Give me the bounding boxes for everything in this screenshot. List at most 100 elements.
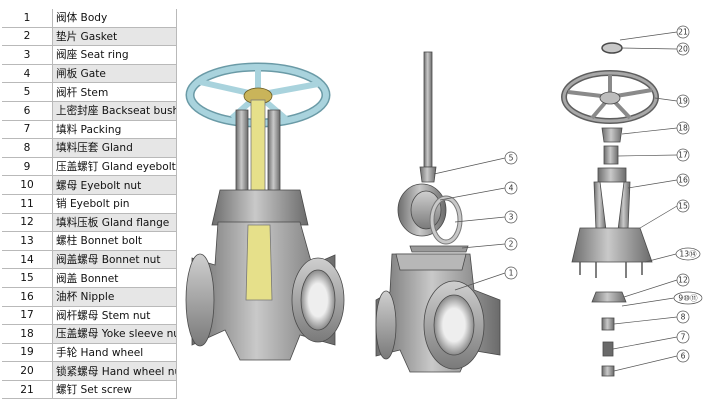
part-number: 15 xyxy=(2,268,53,288)
callout-number: 13⑭ xyxy=(679,250,697,259)
part-number: 3 xyxy=(2,45,53,65)
callout-number: 15 xyxy=(678,202,688,211)
part-name: 油杯 Nipple xyxy=(52,287,177,307)
exploded-yoke-sleeve-nut xyxy=(601,127,623,143)
callout-number: 2 xyxy=(509,240,514,249)
exploded-stem xyxy=(423,51,433,168)
callout-circle xyxy=(676,148,690,162)
exploded-handwheel-nut xyxy=(601,42,623,54)
part-name: 手轮 Hand wheel xyxy=(52,343,177,363)
callout-number: 4 xyxy=(509,184,514,193)
part-name: 阀盖螺母 Bonnet nut xyxy=(52,250,177,270)
part-number: 11 xyxy=(2,194,53,214)
callout-circle xyxy=(676,42,690,56)
callout-leader-line xyxy=(617,154,678,157)
part-number: 20 xyxy=(2,361,53,381)
callout-leader-line xyxy=(461,243,506,249)
callout-leader-line xyxy=(621,127,678,135)
exploded-gasket xyxy=(409,245,469,253)
exploded-bonnet xyxy=(571,167,653,278)
part-name: 螺柱 Bonnet bolt xyxy=(52,231,177,251)
part-number: 1 xyxy=(2,9,53,28)
part-name: 阀杆螺母 Stem nut xyxy=(52,306,177,326)
exploded-gland-flange xyxy=(591,291,627,303)
callout-circle xyxy=(676,94,690,108)
part-number: 7 xyxy=(2,120,53,140)
callout-leader-line xyxy=(612,336,678,350)
exploded-packing xyxy=(602,341,614,357)
part-number: 13 xyxy=(2,231,53,251)
callout-circle xyxy=(676,173,690,187)
callout-leader-line xyxy=(654,97,678,102)
callout-leader-line xyxy=(619,31,678,41)
callout-leader-line xyxy=(433,157,506,175)
exploded-upper-group xyxy=(561,42,659,377)
part-name: 填料压板 Gland flange xyxy=(52,213,177,233)
callout-number: 17 xyxy=(678,151,688,160)
exploded-gate xyxy=(397,183,447,237)
callout-number: 18 xyxy=(678,124,688,133)
callout-leader-line xyxy=(644,253,677,263)
callout-circle xyxy=(676,330,690,344)
part-number: 19 xyxy=(2,343,53,363)
exploded-body-group xyxy=(375,51,501,373)
callout-leader-line xyxy=(454,216,506,223)
callout-number: 12 xyxy=(678,276,688,285)
exploded-stem-nut xyxy=(603,145,619,165)
part-name: 闸板 Gate xyxy=(52,64,177,84)
exploded-handwheel xyxy=(561,70,659,124)
exploded-seat-ring xyxy=(429,195,463,245)
callout-number: 6 xyxy=(681,352,686,361)
callout-leader-line xyxy=(639,205,678,229)
callout-circle xyxy=(504,210,518,224)
callout-circle xyxy=(504,237,518,251)
part-name: 销 Eyebolt pin xyxy=(52,194,177,214)
callout-circle xyxy=(504,266,518,280)
part-number: 17 xyxy=(2,306,53,326)
part-name: 压盖螺钉 Gland eyebolt xyxy=(52,157,177,177)
part-name: 阀座 Seat ring xyxy=(52,45,177,65)
callout-circle xyxy=(676,25,690,39)
callout-circle xyxy=(673,291,703,305)
exploded-backseat-bushing xyxy=(601,365,615,377)
callout-leader-line xyxy=(613,355,678,372)
callout-leader-line xyxy=(621,297,675,307)
exploded-gland xyxy=(601,317,615,331)
part-name: 阀体 Body xyxy=(52,9,177,28)
callout-circle xyxy=(676,199,690,213)
callout-leader-line xyxy=(454,272,506,291)
part-name: 垫片 Gasket xyxy=(52,27,177,47)
part-number: 10 xyxy=(2,175,53,195)
callout-number: 16 xyxy=(678,176,688,185)
callout-leader-line xyxy=(627,179,678,189)
callout-circle xyxy=(676,310,690,324)
callout-number: 1 xyxy=(509,269,514,278)
assembled-valve-cutaway xyxy=(185,62,345,361)
part-name: 螺母 Eyebolt nut xyxy=(52,175,177,195)
part-number: 6 xyxy=(2,101,53,121)
part-name: 填料压套 Gland xyxy=(52,138,177,158)
callout-circle xyxy=(675,247,701,261)
part-name: 螺钉 Set screw xyxy=(52,380,177,400)
callout-circle xyxy=(504,181,518,195)
exploded-body xyxy=(375,253,501,373)
callout-circle xyxy=(676,121,690,135)
